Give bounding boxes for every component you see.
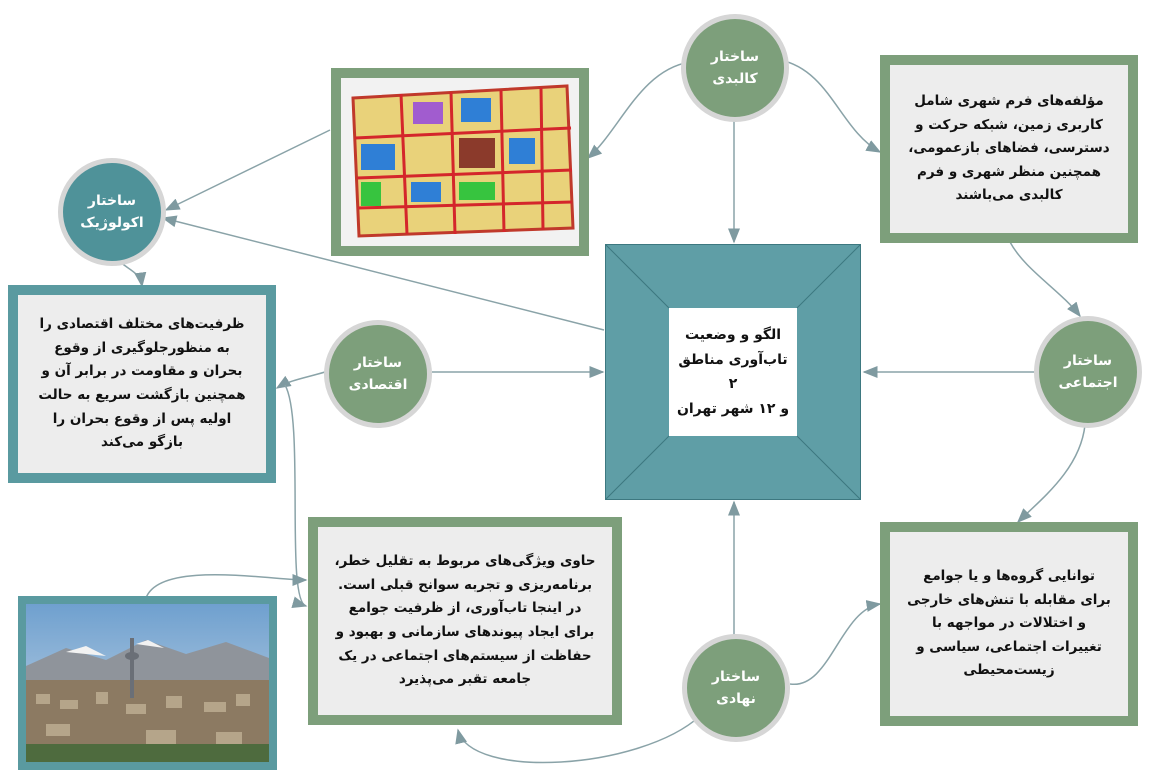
node-social-structure: ساختار اجتماعی	[1034, 316, 1142, 428]
map-illustration	[341, 78, 579, 246]
center-title-line-1: الگو و وضعیت	[684, 327, 782, 343]
node-institutional-structure: ساختار نهادی	[682, 634, 790, 742]
arrow-center-to-ecological	[161, 215, 605, 331]
arrow-econdesc-to-instdesc	[284, 384, 308, 608]
land-use-map-image	[331, 68, 589, 256]
node-ecological-label-1: ساختار	[87, 192, 137, 209]
node-physical-structure: ساختار کالبدی	[681, 14, 789, 122]
institutional-description-box: حاوی ویژگی‌های مربوط به تقلیل خطر، برنام…	[308, 517, 622, 725]
node-social-label-1: ساختار	[1063, 352, 1113, 369]
social-description-text: توانایی گروه‌ها و یا جوامع برای مقابله ب…	[907, 567, 1111, 679]
arrow-economic-to-econdesc	[275, 371, 326, 389]
city-photo-illustration	[26, 604, 269, 762]
arrow-photo-to-instdesc	[145, 573, 308, 599]
tehran-city-photo	[18, 596, 277, 770]
social-description-box: توانایی گروه‌ها و یا جوامع برای مقابله ب…	[880, 522, 1138, 726]
physical-description-box: مؤلفه‌های فرم شهری شامل کاربری زمین، شبک…	[880, 55, 1138, 243]
node-social-label-2: اجتماعی	[1058, 375, 1118, 391]
frame-bevel-lines	[606, 245, 860, 499]
center-title-line-3: و ۱۲ شهر تهران	[676, 400, 790, 417]
node-economic-label-2: اقتصادی	[348, 377, 408, 393]
arrow-physical-to-desc	[779, 59, 882, 153]
center-title: الگو و وضعیت تاب‌آوری مناطق ۲ و ۱۲ شهر ت…	[669, 308, 797, 436]
arrow-physical-to-map	[586, 61, 691, 159]
physical-description-text: مؤلفه‌های فرم شهری شامل کاربری زمین، شبک…	[908, 92, 1110, 204]
arrow-inst-to-socdesc	[789, 600, 882, 685]
arrow-social-to-socdesc	[1016, 424, 1086, 524]
node-ecological-label-2: اکولوژیک	[80, 215, 144, 231]
node-economic-structure: ساختار اقتصادی	[324, 320, 432, 428]
node-economic-label-1: ساختار	[353, 354, 403, 371]
node-institutional-label: ساختار نهادی	[711, 668, 761, 707]
economic-description-text: ظرفیت‌های مختلف اقتصادی را به منظورجلوگی…	[38, 316, 246, 451]
node-physical-label: ساختار کالبدی	[710, 48, 760, 87]
center-title-line-2: تاب‌آوری مناطق ۲	[678, 351, 788, 393]
arrow-physdesc-to-social	[1009, 241, 1081, 318]
arrow-map-to-ecological	[164, 129, 331, 211]
economic-description-box: ظرفیت‌های مختلف اقتصادی را به منظورجلوگی…	[8, 285, 276, 483]
institutional-description-text: حاوی ویژگی‌های مربوط به تقلیل خطر، برنام…	[334, 553, 596, 688]
arrow-inst-to-instdesc	[455, 715, 701, 764]
node-ecological-structure: ساختار اکولوژیک	[58, 158, 166, 266]
